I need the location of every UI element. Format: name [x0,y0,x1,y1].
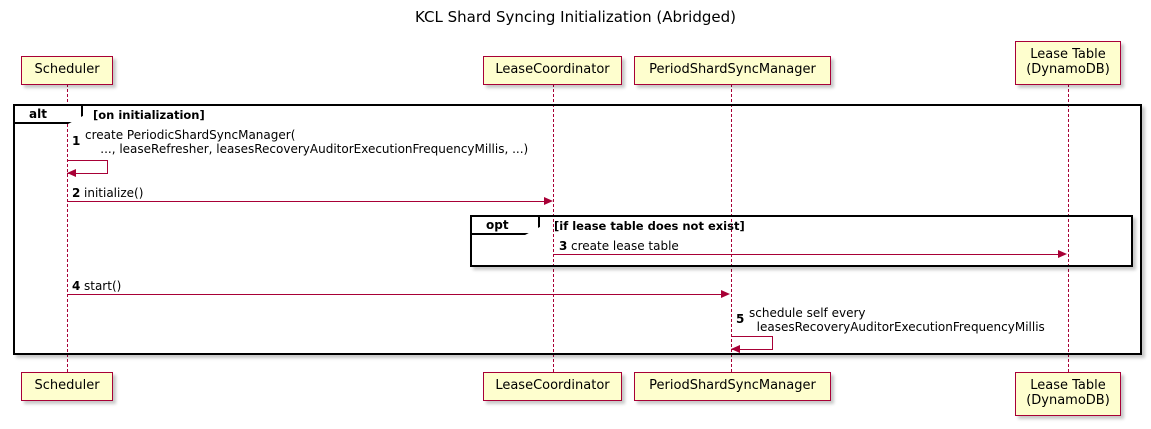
fragment-opt-type: opt [472,217,540,235]
lifeline-lease-coordinator [553,84,554,372]
message-1-arrowhead [67,169,76,177]
fragment-alt: alt [13,104,1142,355]
message-4-seq: 4 [72,279,81,293]
message-1-self-loop [67,160,108,174]
participant-lease-coordinator-top[interactable]: LeaseCoordinator [483,56,622,85]
message-2-arrowhead [544,197,553,205]
participant-scheduler-top[interactable]: Scheduler [21,56,113,85]
message-4-line [67,294,722,295]
message-1-label: create PeriodicShardSyncManager( ..., le… [85,128,529,156]
message-1-seq: 1 [72,134,81,148]
fragment-opt-guard: [if lease table does not exist] [554,219,745,233]
participant-scheduler-bottom[interactable]: Scheduler [21,372,113,401]
message-3-label: create lease table [571,239,679,253]
message-2-seq: 2 [72,186,81,200]
lifeline-period-shard-sync-manager [731,84,732,372]
message-4-label: start() [84,279,122,293]
page-title: KCL Shard Syncing Initialization (Abridg… [415,8,736,26]
fragment-alt-type: alt [15,106,83,124]
message-5-label: schedule self every leasesRecoveryAudito… [749,306,1045,334]
lifeline-scheduler [67,84,68,372]
fragment-opt: opt [470,215,1133,267]
message-5-self-loop [731,336,773,350]
message-5-arrowhead [731,345,740,353]
message-4-arrowhead [721,290,730,298]
message-3-line [553,254,1059,255]
message-2-label: initialize() [84,186,144,200]
participant-period-shard-sync-manager-bottom[interactable]: PeriodShardSyncManager [634,372,831,401]
participant-lease-table-bottom[interactable]: Lease Table (DynamoDB) [1015,372,1121,416]
participant-period-shard-sync-manager-top[interactable]: PeriodShardSyncManager [634,56,831,85]
participant-lease-table-top[interactable]: Lease Table (DynamoDB) [1015,41,1121,85]
message-3-arrowhead [1058,250,1067,258]
lifeline-lease-table [1068,84,1069,372]
fragment-alt-guard: [on initialization] [93,108,205,122]
message-5-seq: 5 [736,312,745,326]
message-3-seq: 3 [559,239,568,253]
message-2-line [67,201,545,202]
participant-lease-coordinator-bottom[interactable]: LeaseCoordinator [483,372,622,401]
